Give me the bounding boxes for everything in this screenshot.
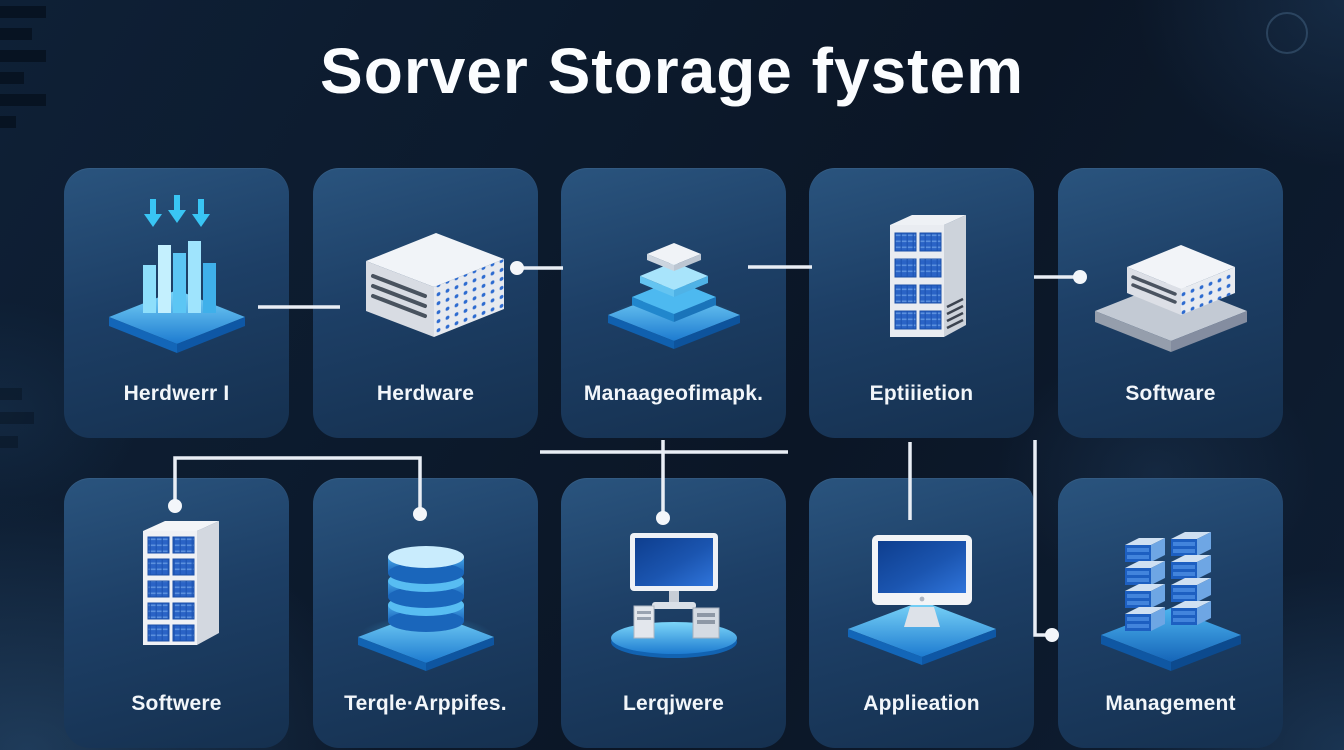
node-label: Software (1125, 382, 1216, 405)
node-card-r1c5: Software (1058, 168, 1283, 438)
node-label: Herdware (376, 382, 475, 405)
node-label: Softwere (131, 692, 222, 715)
node-card-r1c3: Manaageofimapk. (561, 168, 786, 438)
node-card-r2c2: Terqle·Arppifes. (313, 478, 538, 748)
layer-stack-icon (561, 186, 786, 374)
node-label: Management (1105, 692, 1236, 715)
node-label: Herdwerr I (123, 382, 230, 405)
desktop-monitor-icon (809, 496, 1034, 684)
node-label: Manaageofimapk. (583, 382, 764, 405)
database-icon (313, 496, 538, 684)
server-tower-icon (64, 496, 289, 684)
server-tower-icon (809, 186, 1034, 374)
node-label: Terqle·Arppifes. (344, 692, 507, 715)
node-card-r2c1: Softwere (64, 478, 289, 748)
server-on-platform-icon (1058, 186, 1283, 374)
node-card-r2c3: Lerqjwere (561, 478, 786, 748)
node-label: Applieation (863, 692, 980, 715)
node-card-r2c4: Applieation (809, 478, 1034, 748)
node-card-r1c1: Herdwerr I (64, 168, 289, 438)
node-label: Lerqjwere (622, 692, 724, 715)
node-card-r1c4: Eptiiietion (809, 168, 1034, 438)
server-box-icon (313, 186, 538, 374)
node-label: Eptiiietion (869, 382, 974, 405)
connector-dot (1045, 628, 1059, 642)
workstation-icon (561, 496, 786, 684)
node-card-r2c5: Management (1058, 478, 1283, 748)
decorative-ring (1266, 12, 1308, 54)
server-blocks-icon (1058, 496, 1283, 684)
bars-platform-icon (64, 186, 289, 374)
node-card-r1c2: Herdware (313, 168, 538, 438)
diagram-title: Sorver Storage fystem (320, 35, 1024, 107)
